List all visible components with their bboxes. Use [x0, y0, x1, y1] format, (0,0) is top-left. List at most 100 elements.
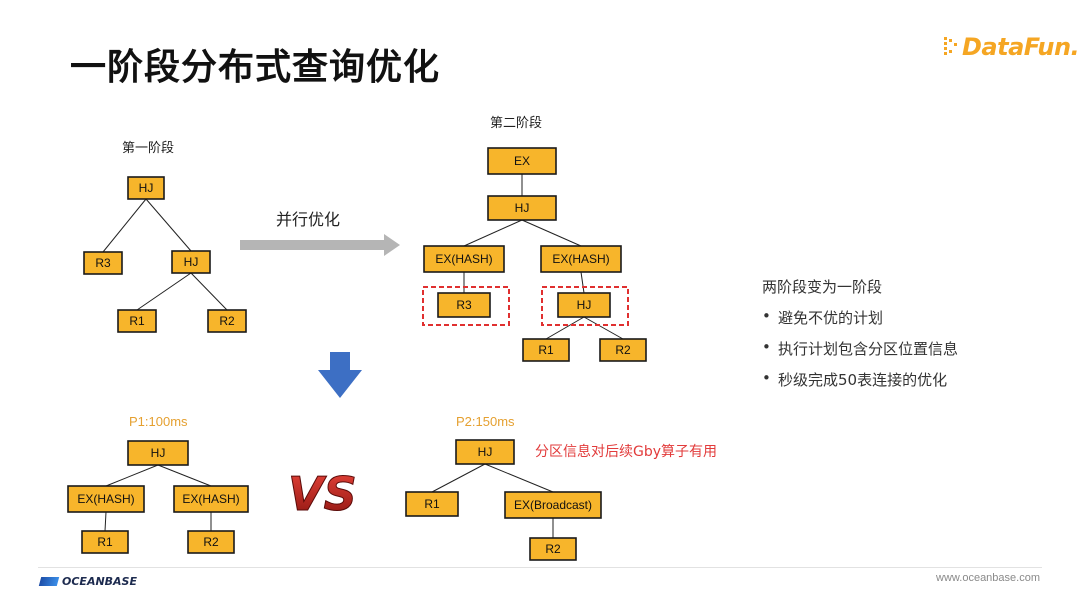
plan-node-box [522, 338, 570, 362]
highlight-box-hj [541, 286, 629, 326]
plan-node-s2-ex: EX [487, 147, 557, 175]
oceanbase-logo: OCEANBASE [38, 575, 137, 588]
footer-url: www.oceanbase.com [936, 572, 1040, 584]
datafun-logo: DataFun. [942, 32, 1080, 62]
plan-node-s2-r3: R3 [437, 292, 491, 318]
plan-node-s2-exh2: EX(HASH) [540, 245, 622, 273]
plan-edge [102, 198, 147, 253]
plan-node-s2-hj2: HJ [557, 292, 611, 318]
plan-node-box [173, 485, 249, 513]
plan-edge [545, 316, 585, 340]
bullet-icon: • [762, 338, 771, 356]
notes-item: • 执行计划包含分区位置信息 [762, 338, 958, 359]
plan-node-p2-r1: R1 [405, 491, 459, 517]
plan-node-label: R1 [129, 314, 145, 328]
datafun-logo-text: DataFun. [962, 33, 1080, 61]
plan-edge [580, 271, 585, 294]
notes-item-text: 避免不优的计划 [778, 309, 884, 327]
plan-edge [463, 219, 523, 247]
plan-node-box [540, 245, 622, 273]
plan-node-label: R3 [95, 256, 111, 270]
footer-divider [38, 567, 1042, 568]
plan-node-label: R2 [203, 535, 219, 549]
plan-node-s2-hj: HJ [487, 195, 557, 221]
plan-node-box [117, 309, 157, 333]
plan-node-label: HJ [478, 445, 493, 459]
notes-item: • 避免不优的计划 [762, 307, 958, 328]
plan-node-p1-hj: HJ [127, 440, 189, 466]
plan-node-s1-hj2: HJ [171, 250, 211, 274]
bullet-icon: • [762, 369, 771, 387]
plan-edge [104, 511, 107, 532]
plan-node-p2-hj: HJ [455, 439, 515, 465]
p1-cost-label: P1:100ms [129, 414, 188, 429]
plan-edge [190, 272, 228, 311]
plan-node-label: HJ [577, 298, 592, 312]
plan-edge [484, 463, 554, 493]
plan-node-label: R1 [538, 343, 554, 357]
plan-edge [145, 198, 192, 252]
plan-node-box [405, 491, 459, 517]
plan-node-label: EX(HASH) [552, 252, 609, 266]
plan-node-box [81, 530, 129, 554]
notes-item: • 秒级完成50表连接的优化 [762, 369, 958, 390]
plan-node-label: EX(HASH) [77, 492, 134, 506]
stage1-label: 第一阶段 [122, 141, 174, 156]
plan-node-box [437, 292, 491, 318]
plan-node-box [529, 537, 577, 561]
plan-node-box [67, 485, 145, 513]
plan-node-s1-r3: R3 [83, 251, 123, 275]
plan-node-label: R2 [219, 314, 235, 328]
stage2-label: 第二阶段 [490, 116, 542, 131]
plan-node-s1-hj: HJ [127, 176, 165, 200]
plan-node-s1-r1: R1 [117, 309, 157, 333]
plan-edge [521, 219, 582, 247]
plan-node-s2-r1: R1 [522, 338, 570, 362]
plan-node-box [127, 440, 189, 466]
highlight-box-r3 [422, 286, 510, 326]
bullet-icon: • [762, 307, 771, 325]
plan-node-box [207, 309, 247, 333]
plan-node-box [455, 439, 515, 465]
notes-list: • 避免不优的计划 • 执行计划包含分区位置信息 • 秒级完成50表连接的优化 [762, 307, 958, 390]
partition-info-note: 分区信息对后续Gby算子有用 [535, 443, 717, 460]
plan-node-p1-exh1: EX(HASH) [67, 485, 145, 513]
plan-node-box [487, 147, 557, 175]
plan-node-p2-r2: R2 [529, 537, 577, 561]
plan-node-label: R1 [424, 497, 440, 511]
plan-node-label: EX [514, 154, 530, 168]
plan-node-s1-r2: R2 [207, 309, 247, 333]
plan-node-label: R2 [545, 542, 561, 556]
plan-node-label: HJ [151, 446, 166, 460]
plan-node-label: EX(Broadcast) [514, 498, 592, 512]
plan-node-p2-exb: EX(Broadcast) [504, 491, 602, 519]
notes-heading: 两阶段变为一阶段 [762, 278, 883, 296]
parallel-arrow-icon [240, 234, 400, 256]
notes-item-text: 执行计划包含分区位置信息 [778, 340, 959, 358]
plan-node-box [599, 338, 647, 362]
oceanbase-logo-icon [38, 577, 60, 586]
plan-node-box [171, 250, 211, 274]
parallel-optimization-label: 并行优化 [276, 210, 340, 229]
plan-node-s2-r2: R2 [599, 338, 647, 362]
plan-node-box [487, 195, 557, 221]
plan-node-label: R1 [97, 535, 113, 549]
notes-panel: 两阶段变为一阶段 • 避免不优的计划 • 执行计划包含分区位置信息 • 秒级完成50表… [762, 276, 958, 400]
plan-edges [102, 174, 624, 538]
plan-node-p1-exh2: EX(HASH) [173, 485, 249, 513]
plan-node-box [423, 245, 505, 273]
oceanbase-logo-text: OCEANBASE [62, 575, 137, 588]
plan-edge [157, 464, 212, 487]
plan-node-p1-r1: R1 [81, 530, 129, 554]
plan-node-box [187, 530, 235, 554]
p2-cost-label: P2:150ms [456, 414, 515, 429]
vs-badge: VS [288, 467, 357, 521]
plan-node-label: EX(HASH) [182, 492, 239, 506]
slide-title: 一阶段分布式查询优化 [70, 47, 441, 88]
notes-item-text: 秒级完成50表连接的优化 [778, 371, 948, 389]
plan-edge [583, 316, 624, 340]
plan-node-label: HJ [515, 201, 530, 215]
plan-node-label: EX(HASH) [435, 252, 492, 266]
